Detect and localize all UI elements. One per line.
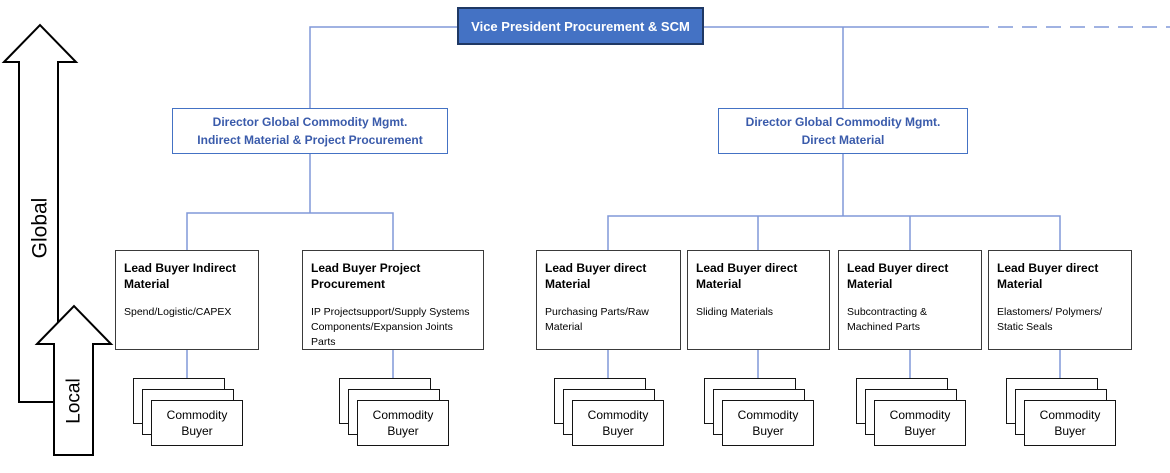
- director-box-direct-material: Director Global Commodity Mgmt. Direct M…: [718, 108, 968, 154]
- local-up-arrow: [34, 304, 114, 456]
- commodity-buyer-card: Commodity Buyer: [151, 400, 243, 446]
- lead-buyer-box-subcontracting: Lead Buyer direct Material Subcontractin…: [838, 250, 982, 350]
- lead-buyer-box-indirect-material: Lead Buyer Indirect Material Spend/Logis…: [115, 250, 259, 350]
- top-right-connector-line: [704, 26, 974, 108]
- commodity-buyer-stack: Commodity Buyer: [554, 378, 666, 448]
- commodity-buyer-card: Commodity Buyer: [722, 400, 814, 446]
- lead-buyer-title: Lead Buyer Indirect Material: [124, 261, 237, 292]
- commodity-buyer-card: Commodity Buyer: [874, 400, 966, 446]
- lead-buyer-title: Lead Buyer direct Material: [847, 261, 949, 292]
- lead-buyer-subtitle: Subcontracting & Machined Parts: [847, 306, 927, 334]
- local-axis-label: Local: [64, 378, 85, 423]
- left-cluster-connector-line: [186, 154, 394, 250]
- lead-buyer-title: Lead Buyer direct Material: [997, 261, 1099, 292]
- lead-buyer-title: Lead Buyer direct Material: [696, 261, 798, 292]
- vp-box: Vice President Procurement & SCM: [457, 7, 704, 45]
- commodity-buyer-card: Commodity Buyer: [1024, 400, 1116, 446]
- lead-buyer-title: Lead Buyer direct Material: [545, 261, 647, 292]
- commodity-buyer-stack: Commodity Buyer: [704, 378, 816, 448]
- commodity-buyer-stack: Commodity Buyer: [339, 378, 451, 448]
- lead-buyer-box-purchasing-parts: Lead Buyer direct Material Purchasing Pa…: [536, 250, 681, 350]
- top-left-connector-line: [309, 26, 457, 108]
- lead-buyer-box-project-procurement: Lead Buyer Project Procurement IP Projec…: [302, 250, 484, 350]
- commodity-buyer-card: Commodity Buyer: [572, 400, 664, 446]
- lead-buyer-box-sliding-materials: Lead Buyer direct Material Sliding Mater…: [687, 250, 830, 350]
- vp-title: Vice President Procurement & SCM: [471, 18, 690, 34]
- director-direct-line1: Director Global Commodity Mgmt.: [745, 115, 941, 129]
- lead-buyer-subtitle: Elastomers/ Polymers/ Static Seals: [997, 306, 1103, 334]
- stack-stub-lines: [186, 350, 1061, 378]
- commodity-buyer-stack: Commodity Buyer: [856, 378, 968, 448]
- commodity-buyer-stack: Commodity Buyer: [1006, 378, 1118, 448]
- lead-buyer-subtitle: Spend/Logistic/CAPEX: [124, 306, 232, 319]
- lead-buyer-title: Lead Buyer Project Procurement: [311, 261, 421, 292]
- global-axis-label: Global: [29, 198, 52, 259]
- director-direct-line2: Direct Material: [801, 133, 885, 147]
- commodity-buyer-stack: Commodity Buyer: [133, 378, 245, 448]
- lead-buyer-subtitle: Sliding Materials: [696, 306, 774, 319]
- director-indirect-line2: Indirect Material & Project Procurement: [197, 133, 423, 147]
- commodity-buyer-card: Commodity Buyer: [357, 400, 449, 446]
- director-box-indirect-material: Director Global Commodity Mgmt. Indirect…: [172, 108, 448, 154]
- global-up-arrow: [1, 23, 79, 403]
- right-cluster-connector-line: [607, 154, 1061, 250]
- director-indirect-line1: Director Global Commodity Mgmt.: [212, 115, 408, 129]
- lead-buyer-subtitle: Purchasing Parts/Raw Material: [545, 306, 649, 334]
- lead-buyer-subtitle: IP Projectsupport/Supply Systems Compone…: [311, 306, 470, 349]
- lead-buyer-box-elastomers: Lead Buyer direct Material Elastomers/ P…: [988, 250, 1132, 350]
